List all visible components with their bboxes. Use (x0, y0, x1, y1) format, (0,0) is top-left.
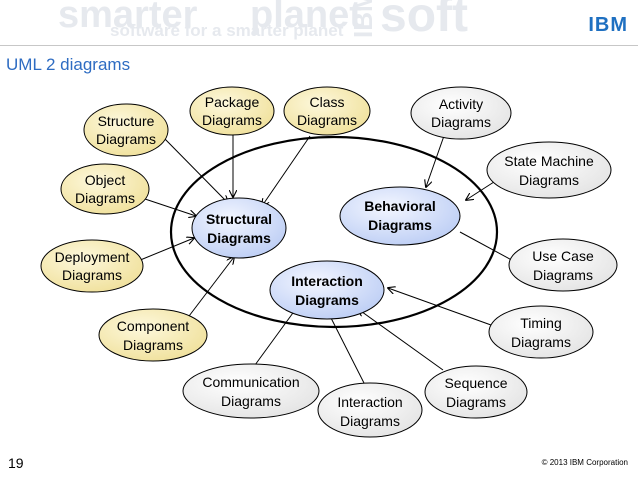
node-timing-diagrams: Timing Diagrams (488, 305, 594, 359)
node-sequence-diagrams: Sequence Diagrams (424, 365, 528, 419)
node-deployment-line2: Diagrams (62, 267, 122, 283)
node-class-diagrams: Class Diagrams (283, 86, 371, 136)
node-package-line1: Package (205, 94, 260, 110)
node-behavioral-line2: Diagrams (368, 217, 432, 233)
node-structural-line2: Diagrams (207, 230, 271, 246)
node-deployment-diagrams: Deployment Diagrams (40, 239, 144, 293)
node-timing-line2: Diagrams (511, 334, 571, 350)
edge-component-to-structural (185, 257, 234, 321)
node-object-line1: Object (85, 172, 126, 188)
node-package-line2: Diagrams (202, 112, 262, 128)
edge-state-machine-to-behavioral (466, 179, 498, 200)
node-class-line1: Class (309, 94, 344, 110)
node-interaction-line2: Diagrams (295, 292, 359, 308)
node-object-diagrams: Object Diagrams (60, 163, 150, 215)
edge-interaction-overview-to-interaction (329, 315, 365, 384)
watermark-smarter: smarter (58, 0, 198, 36)
node-component-diagrams: Component Diagrams (98, 308, 208, 362)
node-state-machine-line2: Diagrams (519, 172, 579, 188)
node-timing-line1: Timing (520, 315, 562, 331)
node-package-diagrams: Package Diagrams (189, 86, 275, 136)
node-structure-diagrams: Structure Diagrams (83, 103, 169, 157)
node-communication-line1: Communication (202, 374, 299, 390)
node-activity-diagrams: Activity Diagrams (410, 86, 512, 140)
node-behavioral-line1: Behavioral (364, 198, 436, 214)
node-structure-line1: Structure (98, 113, 155, 129)
edge-sequence-to-interaction (358, 309, 444, 371)
ibm-logo: IBM (588, 14, 628, 36)
node-component-line2: Diagrams (123, 337, 183, 353)
edge-timing-to-interaction (388, 288, 492, 326)
node-sequence-line2: Diagrams (446, 394, 506, 410)
node-structure-line2: Diagrams (96, 131, 156, 147)
node-interaction-diagrams: Interaction Diagrams (269, 260, 385, 320)
slide-title: UML 2 diagrams (6, 55, 131, 74)
node-communication-line2: Diagrams (221, 393, 281, 409)
watermark-tagline: software for a smarter planet (110, 21, 344, 40)
page-number: 19 (8, 455, 24, 471)
edge-activity-to-behavioral (426, 132, 446, 187)
node-deployment-line1: Deployment (55, 249, 130, 265)
node-object-line2: Diagrams (75, 190, 135, 206)
copyright-notice: © 2013 IBM Corporation (541, 458, 628, 467)
node-interaction-line1: Interaction (291, 273, 363, 289)
edge-object-to-structural (141, 197, 196, 216)
edge-class-to-structural (262, 135, 311, 206)
node-interaction-overview-line1: Interaction (337, 394, 402, 410)
node-component-line1: Component (117, 318, 189, 334)
node-structural-line1: Structural (206, 211, 272, 227)
node-sequence-line1: Sequence (444, 375, 507, 391)
node-behavioral-diagrams: Behavioral Diagrams (339, 186, 461, 246)
edge-communication-to-interaction (254, 306, 298, 366)
node-activity-line2: Diagrams (431, 114, 491, 130)
node-state-machine-diagrams: State Machine Diagrams (486, 141, 612, 199)
watermark-planet: planet (250, 0, 362, 36)
node-use-case-line2: Diagrams (533, 267, 593, 283)
edge-structure-to-structural (162, 136, 228, 203)
node-activity-line1: Activity (439, 96, 483, 112)
node-use-case-line1: Use Case (532, 248, 594, 264)
node-communication-diagrams: Communication Diagrams (182, 363, 320, 419)
node-class-line2: Diagrams (297, 112, 357, 128)
node-structural-diagrams: Structural Diagrams (191, 197, 287, 259)
edge-use-case-to-behavioral (459, 231, 520, 265)
header-banner: smarter planet software for a smarter pl… (0, 0, 638, 44)
node-state-machine-line1: State Machine (504, 153, 594, 169)
edges (132, 128, 520, 384)
header-rule (0, 45, 638, 46)
uml-2-diagrams-oval (169, 135, 499, 329)
watermark-soft: soft (380, 0, 468, 42)
node-use-case-diagrams: Use Case Diagrams (508, 238, 618, 292)
node-interaction-overview-line2: Diagrams (340, 413, 400, 429)
edge-deployment-to-structural (132, 238, 194, 264)
node-interaction-overview-diagrams: Interaction Diagrams (317, 382, 423, 438)
